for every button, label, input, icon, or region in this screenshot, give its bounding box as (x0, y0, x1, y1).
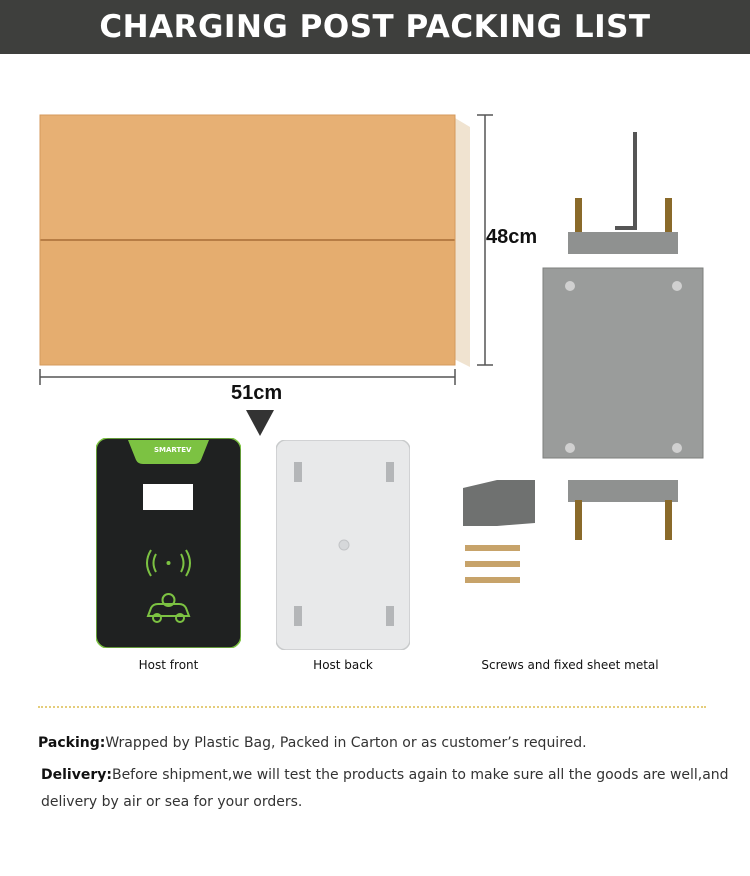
section-divider (38, 706, 706, 708)
bottom-bracket (568, 480, 678, 502)
hex-key-icon (615, 132, 637, 230)
rfid-icon (146, 549, 191, 577)
mounting-plate (542, 267, 704, 459)
mounting-kit-image (463, 132, 704, 583)
mount-hook (294, 462, 302, 482)
caption-host-back: Host back (313, 658, 373, 672)
header-banner: CHARGING POST PACKING LIST (0, 0, 750, 54)
packing-info: Packing:Wrapped by Plastic Bag, Packed i… (38, 730, 718, 757)
brand-label: SMARTEV (154, 446, 192, 454)
delivery-text-line1: Before shipment,we will test the product… (111, 767, 729, 783)
caption-host-front: Host front (138, 658, 199, 672)
width-label: 51cm (231, 382, 283, 404)
delivery-info: Delivery:Before shipment,we will test th… (41, 762, 731, 816)
top-bracket (568, 232, 678, 254)
expansion-screws (465, 545, 520, 583)
brand-strip (128, 440, 209, 464)
ev-charging-icon (146, 593, 191, 623)
delivery-text-line2: delivery by air or sea for your orders. (41, 794, 303, 810)
page-title: CHARGING POST PACKING LIST (99, 9, 651, 45)
packing-text: Wrapped by Plastic Bag, Packed in Carton… (105, 735, 587, 751)
caption-screws: Screws and fixed sheet metal (481, 658, 659, 672)
delivery-label: Delivery: (41, 767, 112, 783)
host-back-image (276, 440, 410, 650)
display-screen (143, 484, 193, 510)
angle-bracket (463, 480, 535, 526)
packing-label: Packing: (38, 735, 106, 751)
carton-illustration (39, 114, 493, 385)
down-arrow-icon (246, 410, 274, 436)
height-label: 48cm (486, 226, 538, 248)
host-front-image: SMARTEV (95, 437, 242, 649)
